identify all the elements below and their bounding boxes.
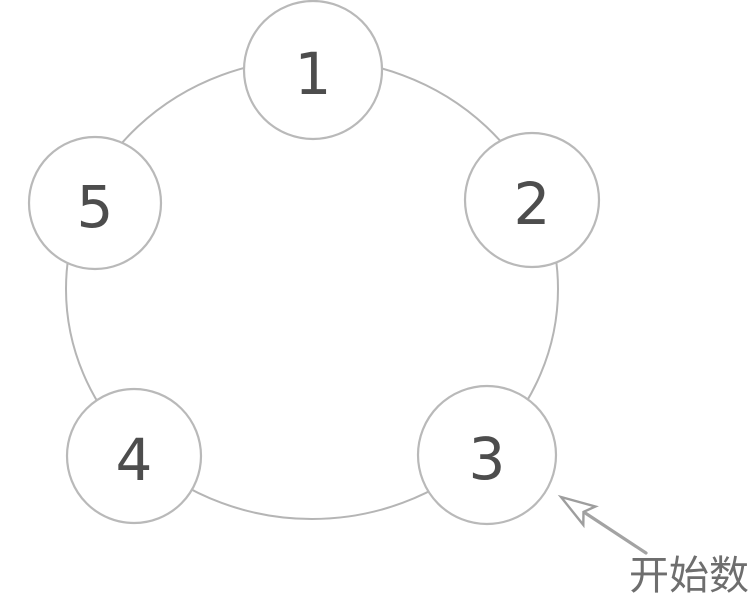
node-2-circle [463,131,601,269]
node-4-circle [65,387,203,525]
arrowhead-icon [557,494,599,529]
node-2-label: 2 [514,170,551,238]
node-4: 4 [65,387,203,525]
node-2: 2 [463,131,601,269]
node-5-circle [27,135,163,271]
node-5-label: 5 [77,173,114,241]
node-3-circle [416,384,558,526]
node-4-label: 4 [116,426,153,494]
arrow-shaft [584,511,648,555]
start-arrow [557,494,648,555]
node-1: 1 [242,0,384,141]
node-3: 3 [416,384,558,526]
start-counting-label: 开始数 [629,554,749,598]
node-1-label: 1 [295,40,332,108]
node-1-circle [242,0,384,141]
node-3-label: 3 [469,425,506,493]
node-5: 5 [27,135,163,271]
